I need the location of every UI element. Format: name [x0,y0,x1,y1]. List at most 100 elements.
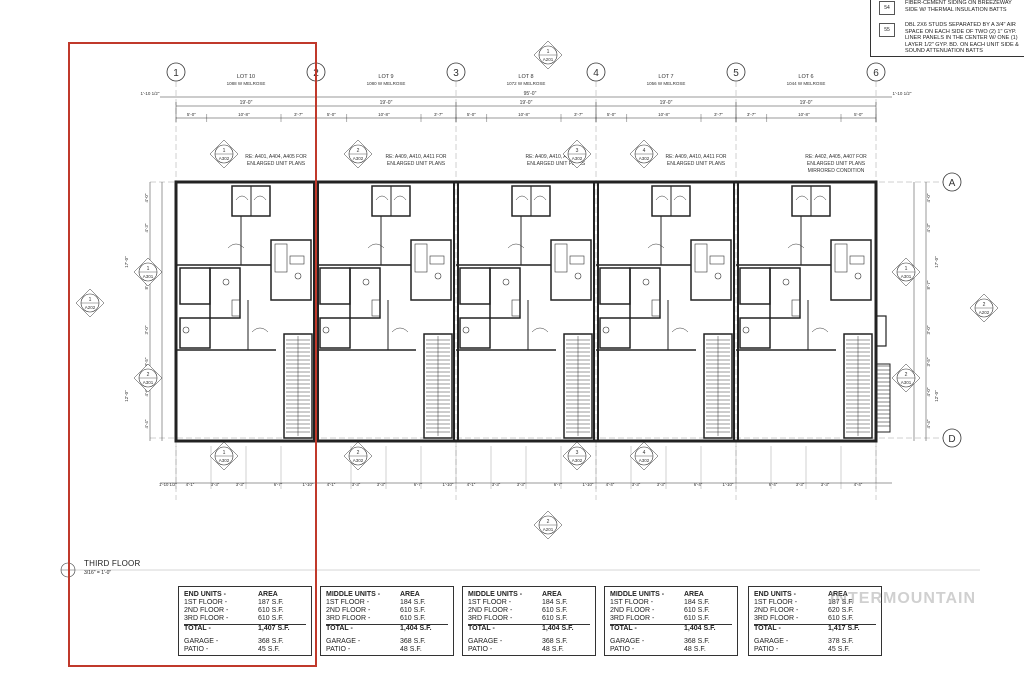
area-value: 45 S.F. [258,646,280,653]
section-number: 2 [357,148,360,154]
enlarged-note-line2: ENLARGED UNIT PLANS [247,161,306,167]
area-value: 1,407 S.F. [258,625,290,632]
area-label: 1ST FLOOR - [184,599,228,606]
bottom-dim-text: 1'-10" [443,482,454,487]
bottom-dim-text: 3'-3" [796,482,805,487]
sub-dim-text: 3'-7" [747,112,756,117]
section-sheet: A301 [143,274,154,279]
laundry [459,267,491,305]
area-value: 368 S.F. [542,638,568,645]
area-row: PATIO -45 S.F. [754,646,876,654]
general-notes-panel: 54 FIBER-CEMENT SIDING ON BREEZEWAY SIDE… [870,0,1024,57]
lot-label: LOT 10 [237,74,255,80]
area-row: GARAGE -378 S.F. [754,638,876,646]
area-label: TOTAL - [326,625,353,632]
area-label: GARAGE - [326,638,361,645]
closet-door-swing [673,195,687,201]
area-row: TOTAL -1,407 S.F. [184,624,306,633]
vanity [231,299,241,317]
bottom-dim-text: 4'-1" [327,482,336,487]
building-outline [174,180,878,443]
area-row: PATIO -48 S.F. [326,646,448,654]
left-dim-text: 12'-0" [124,390,129,402]
unit-width-text: 19'-0" [520,100,533,106]
area-column-header: AREA [542,591,562,598]
sub-dim-text: 5'-0" [467,112,476,117]
section-sheet: A301 [901,380,912,385]
balcony-detail [875,363,891,433]
bathroom-2 [769,267,801,319]
area-label: 1ST FLOOR - [754,599,798,606]
section-number: 3 [576,450,579,456]
section-number: 1 [905,266,908,272]
area-value: 610 S.F. [400,607,426,614]
vanity [289,255,305,265]
unit-plan-1 [176,185,313,439]
sub-dim-text: 3'-7" [574,112,583,117]
unit-type-label: MIDDLE UNITS - [326,591,381,598]
balcony-outline [875,363,891,433]
bathroom-2 [209,267,241,319]
grid-label-A: A [949,178,956,189]
fixture [322,326,330,334]
bottom-dim-text: 6'-7" [414,482,423,487]
area-value: 368 S.F. [258,638,284,645]
toilet [574,272,582,280]
area-value: 610 S.F. [258,607,284,614]
sub-dim-text: 10'-8" [378,112,390,117]
note-54: 54 FIBER-CEMENT SIDING ON BREEZEWAY SIDE… [871,0,1024,18]
shower [694,243,708,273]
closet-door-swing [253,195,267,201]
vanity [429,255,445,265]
area-row: 1ST FLOOR -184 S.F. [326,599,448,607]
door-swing [811,327,829,333]
section-sheet: A302 [572,458,583,463]
section-number: 4 [643,450,646,456]
unit-type-label: END UNITS - [754,591,796,598]
plan-scale: 3/16" = 1'-0" [84,570,112,576]
section-sheet: A202 [979,310,990,315]
area-value: 610 S.F. [684,607,710,614]
vanity [511,299,521,317]
area-value: 610 S.F. [684,615,710,622]
right-dim-text: 4'-0" [926,193,931,202]
bottom-dim-text: 4'-1" [186,482,195,487]
grid-bubble-D [942,428,962,448]
bottom-dim-text: 6'-7" [554,482,563,487]
enlarged-note-line2: ENLARGED UNIT PLANS [667,161,726,167]
bottom-dim-text: 3'-3" [632,482,641,487]
area-label: GARAGE - [754,638,789,645]
right-bump-out [875,315,887,347]
unit-type-label: MIDDLE UNITS - [610,591,665,598]
enlarged-note-line2: ENLARGED UNIT PLANS [807,161,866,167]
area-value: 620 S.F. [828,607,854,614]
sub-dim-text: 5'-0" [327,112,336,117]
toilet [714,272,722,280]
bathroom-2 [489,267,521,319]
area-label: 3RD FLOOR - [326,615,371,622]
bathroom [410,239,452,301]
section-sheet: A201 [543,57,554,62]
area-row: 2ND FLOOR -610 S.F. [468,607,590,615]
bottom-dim-text: 3'-3" [236,482,245,487]
door-swing [507,243,525,249]
stair [563,333,593,439]
closet-door-swing [235,195,249,201]
unit-width-text: 19'-0" [240,100,253,106]
area-row: 3RD FLOOR -610 S.F. [184,615,306,623]
enlarged-note-line3: MIRRORED CONDITION [808,168,865,174]
area-row: PATIO -48 S.F. [468,646,590,654]
area-row: 2ND FLOOR -610 S.F. [326,607,448,615]
closet-2 [459,317,491,349]
bottom-dim-text: 3'-3" [352,482,361,487]
area-label: 1ST FLOOR - [326,599,370,606]
sub-dim-text: 3'-7" [434,112,443,117]
lot-address: 1072 W MELROSE [507,81,546,86]
right-dim-text: 17'-0" [934,256,939,268]
note-tag-54: 54 [879,1,895,15]
grid-bubble-A [942,172,962,192]
